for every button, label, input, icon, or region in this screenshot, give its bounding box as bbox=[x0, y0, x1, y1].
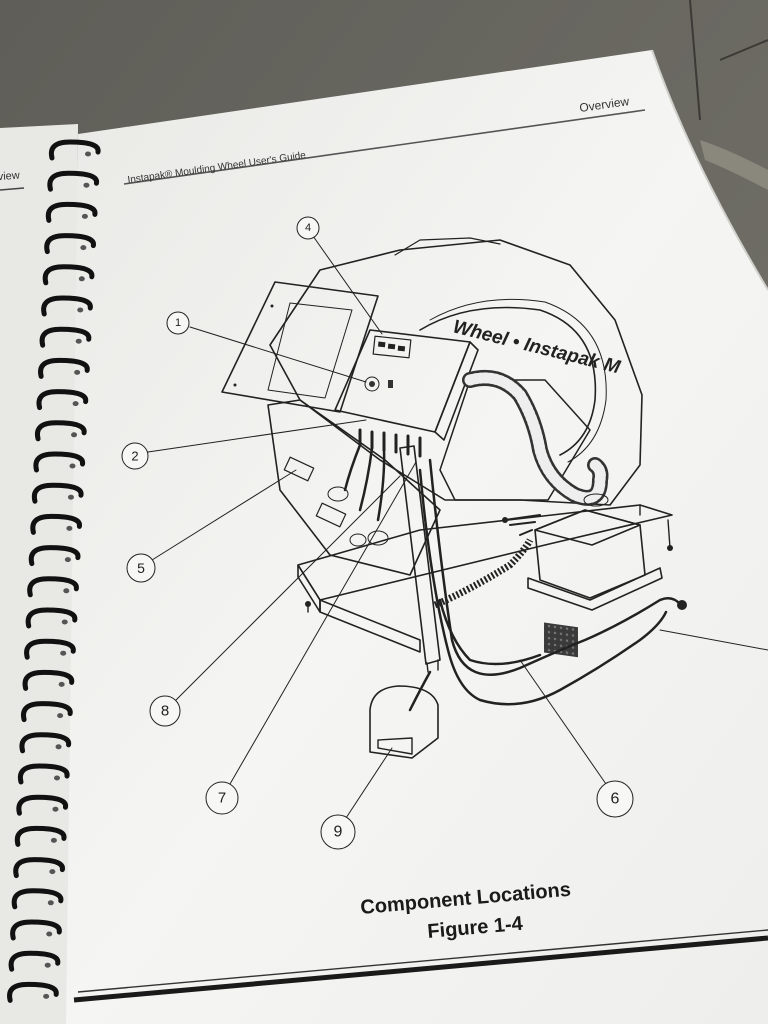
callout-2: 2 bbox=[121, 442, 149, 470]
spiral-coil bbox=[44, 233, 96, 255]
callout-7: 7 bbox=[205, 781, 239, 815]
spiral-coil bbox=[8, 950, 61, 972]
spiral-coil bbox=[34, 420, 87, 442]
binding-hole bbox=[75, 338, 82, 344]
binding-hole bbox=[46, 931, 53, 937]
main-page bbox=[66, 50, 768, 1024]
spiral-coil bbox=[17, 763, 70, 785]
spiral-coil bbox=[48, 139, 101, 161]
binding-hole bbox=[55, 744, 62, 750]
binding-hole bbox=[43, 993, 50, 999]
binding-hole bbox=[74, 369, 81, 375]
footer-rule-thin bbox=[77, 929, 768, 993]
binding-hole bbox=[50, 837, 57, 843]
left-page-header-fragment: view bbox=[0, 170, 20, 184]
spiral-coil bbox=[21, 701, 73, 723]
spiral-coil bbox=[45, 201, 98, 223]
header-section: Overview bbox=[578, 94, 630, 115]
binding-hole bbox=[58, 681, 65, 687]
callout-5: 5 bbox=[126, 553, 156, 583]
binding-hole bbox=[54, 775, 60, 781]
spiral-coil bbox=[47, 170, 99, 192]
callout-6: 6 bbox=[596, 780, 634, 818]
spiral-coil bbox=[33, 451, 86, 473]
spiral-coil bbox=[41, 295, 93, 317]
svg-text:6: 6 bbox=[611, 791, 620, 808]
binding-hole bbox=[72, 401, 79, 407]
spiral-coil bbox=[19, 732, 72, 754]
binding-hole bbox=[81, 213, 88, 219]
svg-text:2: 2 bbox=[131, 449, 138, 464]
binding-hole bbox=[78, 276, 85, 282]
callout-8: 8 bbox=[149, 695, 181, 727]
callout-9: 9 bbox=[320, 814, 356, 850]
binding-hole bbox=[60, 650, 67, 656]
binding-hole bbox=[44, 962, 51, 968]
binding-hole bbox=[63, 588, 70, 594]
spiral-coil bbox=[24, 638, 76, 660]
binding-hole bbox=[69, 463, 76, 469]
binding-hole bbox=[57, 713, 64, 719]
spiral-coil bbox=[38, 357, 90, 379]
spiral-coil bbox=[11, 888, 64, 910]
svg-text:8: 8 bbox=[161, 703, 169, 720]
callout-1: 1 bbox=[166, 311, 190, 335]
binding-hole bbox=[52, 806, 59, 812]
spiral-coil bbox=[25, 607, 78, 629]
spiral-coil bbox=[7, 981, 59, 1003]
spiral-coil bbox=[14, 825, 67, 847]
binding-hole bbox=[66, 525, 73, 531]
binding-hole bbox=[85, 151, 91, 157]
spiral-coil bbox=[36, 389, 89, 411]
binding-hole bbox=[77, 307, 84, 313]
spiral-coil bbox=[16, 794, 68, 816]
spiral-coil bbox=[31, 482, 84, 504]
callouts: 4 1 2 5 8 7 bbox=[121, 216, 768, 850]
binding-hole bbox=[47, 900, 54, 906]
spiral-binding bbox=[7, 139, 101, 1003]
svg-text:5: 5 bbox=[137, 560, 145, 576]
spiral-coil bbox=[27, 576, 79, 598]
binding-hole bbox=[64, 557, 71, 563]
svg-text:9: 9 bbox=[334, 824, 343, 841]
spiral-coil bbox=[39, 326, 92, 348]
footer-rule-thick bbox=[73, 935, 768, 1003]
binding-hole bbox=[61, 619, 68, 625]
spiral-coil bbox=[30, 513, 82, 535]
spiral-coil bbox=[28, 545, 81, 567]
svg-text:7: 7 bbox=[218, 790, 226, 807]
spiral-coil bbox=[13, 857, 65, 879]
spiral-coil bbox=[10, 919, 62, 941]
binding-hole bbox=[49, 869, 56, 875]
spiral-coil bbox=[22, 669, 75, 691]
svg-text:4: 4 bbox=[305, 222, 311, 234]
svg-text:1: 1 bbox=[175, 317, 181, 329]
binding-hole bbox=[71, 432, 78, 438]
binding-hole bbox=[80, 245, 87, 251]
header-rule bbox=[123, 109, 646, 185]
binding-hole bbox=[83, 182, 90, 188]
spiral-coil bbox=[42, 264, 95, 286]
callout-4: 4 bbox=[296, 216, 320, 240]
binding-hole bbox=[67, 494, 74, 500]
